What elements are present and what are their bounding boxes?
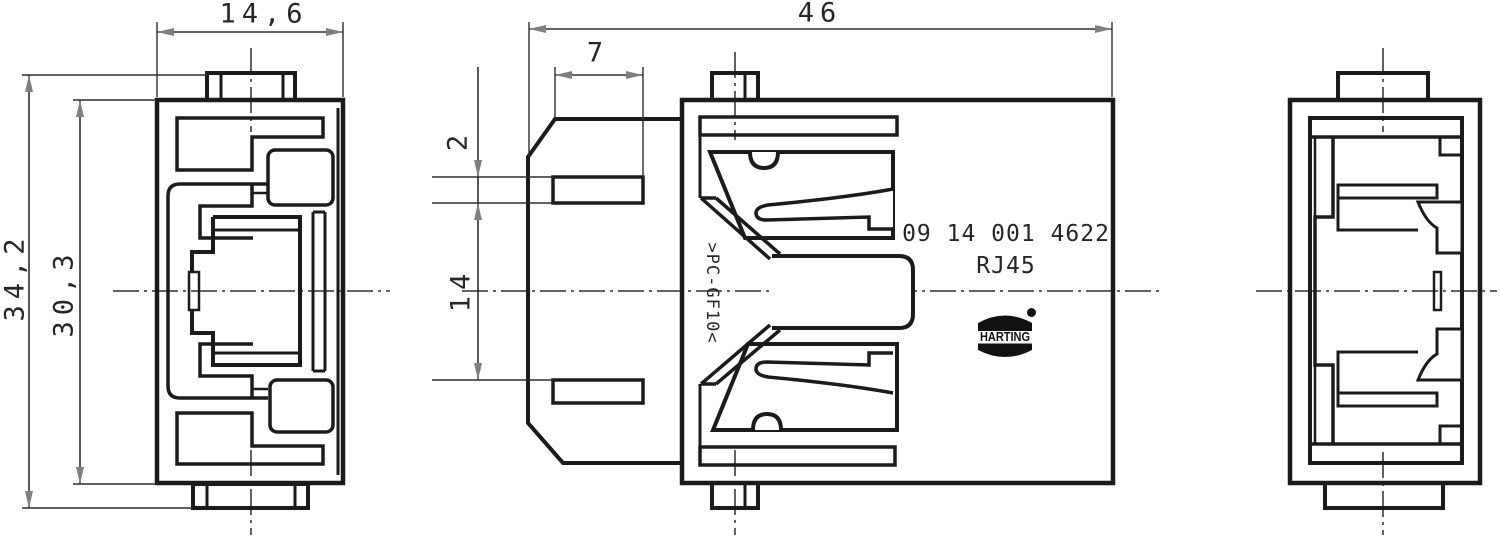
- dimension-lines: [22, 22, 1113, 509]
- part-number-marking: 09 14 001 4622: [902, 221, 1110, 247]
- dim-latch-width: 7: [586, 37, 610, 69]
- harting-logo: HARTING: [974, 306, 1036, 366]
- material-marking: >PC-GF10<: [702, 242, 722, 344]
- harting-logo-text: HARTING: [979, 330, 1031, 344]
- connector-type-marking: RJ45: [976, 253, 1036, 279]
- dimension-arrowheads: [25, 25, 1112, 508]
- front-view: [154, 71, 346, 510]
- dim-overall-length: 46: [797, 0, 843, 29]
- dim-body-height: 30,3: [48, 248, 80, 338]
- dim-latch-thickness: 2: [442, 128, 474, 152]
- dim-left-view-width: 14,6: [219, 0, 309, 30]
- harting-logo-dot: [1027, 308, 1036, 317]
- rear-view: [1287, 71, 1483, 510]
- dim-overall-height: 34,2: [0, 232, 31, 322]
- dim-latch-spacing: 14: [445, 267, 477, 313]
- harting-logo-mark: [975, 308, 1036, 357]
- side-view: [526, 71, 1116, 510]
